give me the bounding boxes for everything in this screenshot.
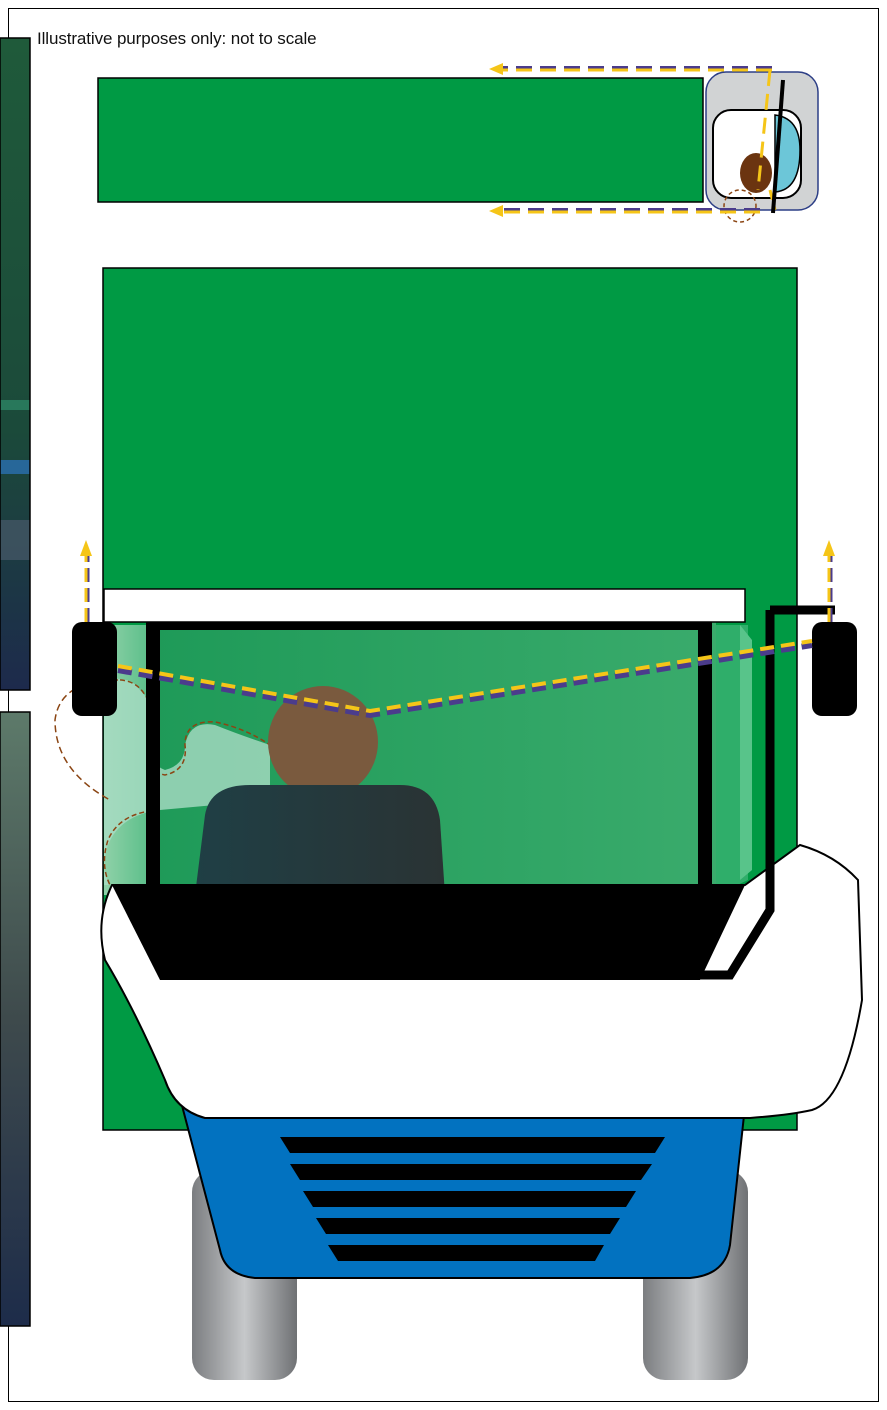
driver-body — [195, 785, 445, 895]
side-mirror-right — [812, 622, 857, 716]
top-view-trailer — [98, 78, 703, 202]
driver-head-icon — [740, 153, 772, 193]
photo-strip-bottom — [0, 712, 30, 1326]
roof-strip — [104, 589, 745, 622]
driver-head — [268, 686, 378, 798]
top-view-truck — [98, 63, 818, 222]
side-mirror-left — [72, 622, 117, 716]
sightline-arrow-icon — [489, 63, 503, 75]
sightline-arrow-icon — [80, 540, 92, 556]
photo-strip-top — [0, 38, 30, 690]
sightline-arrow-icon — [489, 205, 503, 217]
sightline-arrow-icon — [823, 540, 835, 556]
a-pillar-left — [146, 620, 160, 895]
dashboard — [112, 885, 745, 980]
